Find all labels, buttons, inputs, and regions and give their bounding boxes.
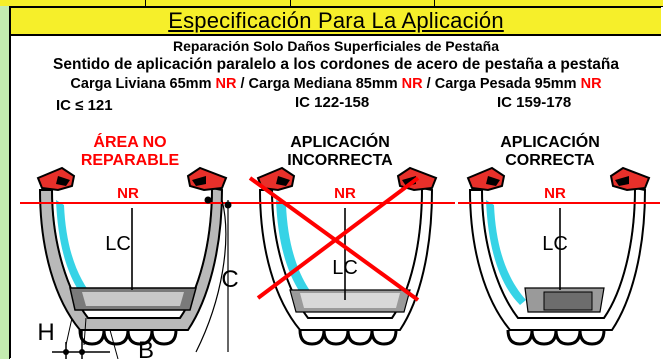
- top-header-strip: [0, 0, 663, 7]
- inner-liner: [56, 200, 96, 305]
- nr-label: NR: [117, 185, 139, 202]
- panel-title-incorrect: APLICACIÓN INCORRECTA: [270, 134, 410, 170]
- bead-left: [466, 166, 506, 192]
- repair-patch: [543, 291, 593, 311]
- lc-label: LC: [332, 257, 358, 279]
- panel-title-line: APLICACIÓN: [500, 134, 600, 151]
- header-divider: [434, 0, 435, 6]
- subtitle-application-direction: Sentido de aplicación paralelo a los cor…: [53, 56, 619, 73]
- title-bar: Especificación Para La Aplicación: [11, 7, 661, 36]
- load-separator: /: [422, 76, 435, 92]
- tire-panel-1: [20, 166, 250, 359]
- page-title: Especificación Para La Aplicación: [168, 8, 504, 33]
- panel-title-line: INCORRECTA: [287, 152, 393, 169]
- tire-panel-3: [458, 166, 660, 346]
- ic-range-2: IC 122-158: [295, 94, 370, 111]
- inner-contour: [603, 187, 636, 319]
- nr-label: NR: [544, 185, 566, 202]
- inner-liner: [486, 200, 526, 305]
- bead-left-dark: [56, 176, 70, 186]
- header-divider: [290, 0, 291, 6]
- bead-right: [609, 166, 651, 192]
- load-specifications: Carga Liviana 65mm NR / Carga Mediana 85…: [11, 76, 661, 92]
- load-light-nr: NR: [215, 76, 237, 92]
- subtitle-repair-scope: Reparación Solo Daños Superficiales de P…: [173, 38, 499, 54]
- repair-zone-light: [300, 293, 400, 308]
- bead-right-dark: [192, 176, 206, 186]
- inner-contour: [481, 189, 519, 319]
- content-frame: [10, 6, 663, 358]
- tread-pattern: [298, 329, 398, 346]
- lc-label: LC: [105, 233, 131, 255]
- load-medium-nr: NR: [401, 76, 423, 92]
- dimension-arc: [195, 199, 227, 353]
- side-strip: [0, 6, 10, 359]
- repair-zone-light: [82, 292, 184, 306]
- load-heavy-label: Carga Pesada 95mm: [434, 76, 581, 92]
- tire-panel-2: [245, 166, 455, 346]
- cross-out-line: [256, 176, 420, 300]
- inner-liner: [276, 200, 324, 312]
- header-divider: [145, 0, 146, 6]
- tread-pattern: [78, 329, 178, 346]
- ic-range-1: IC ≤ 121: [56, 97, 113, 114]
- panel-title-line: REPARABLE: [80, 152, 180, 169]
- panel-title-not-repairable: ÁREA NO REPARABLE: [70, 134, 190, 170]
- b-dimension-label: B: [138, 337, 154, 359]
- bead-right: [186, 166, 228, 192]
- load-separator: /: [236, 76, 249, 92]
- c-dimension-label: C: [221, 266, 238, 293]
- panel-title-correct: APLICACIÓN CORRECTA: [480, 134, 620, 170]
- load-heavy-nr: NR: [580, 76, 602, 92]
- h-dimension-label: H: [37, 319, 54, 346]
- ic-range-3: IC 159-178: [497, 94, 572, 111]
- nr-label: NR: [334, 185, 356, 202]
- panel-title-line: CORRECTA: [505, 152, 595, 169]
- panel-title-line: ÁREA NO: [93, 134, 167, 151]
- bead-left: [36, 166, 76, 192]
- load-light-label: Carga Liviana 65mm: [70, 76, 216, 92]
- load-medium-label: Carga Mediana 85mm: [248, 76, 402, 92]
- panel-title-line: APLICACIÓN: [290, 134, 390, 151]
- lc-label: LC: [542, 233, 568, 255]
- tread-pattern: [506, 329, 606, 346]
